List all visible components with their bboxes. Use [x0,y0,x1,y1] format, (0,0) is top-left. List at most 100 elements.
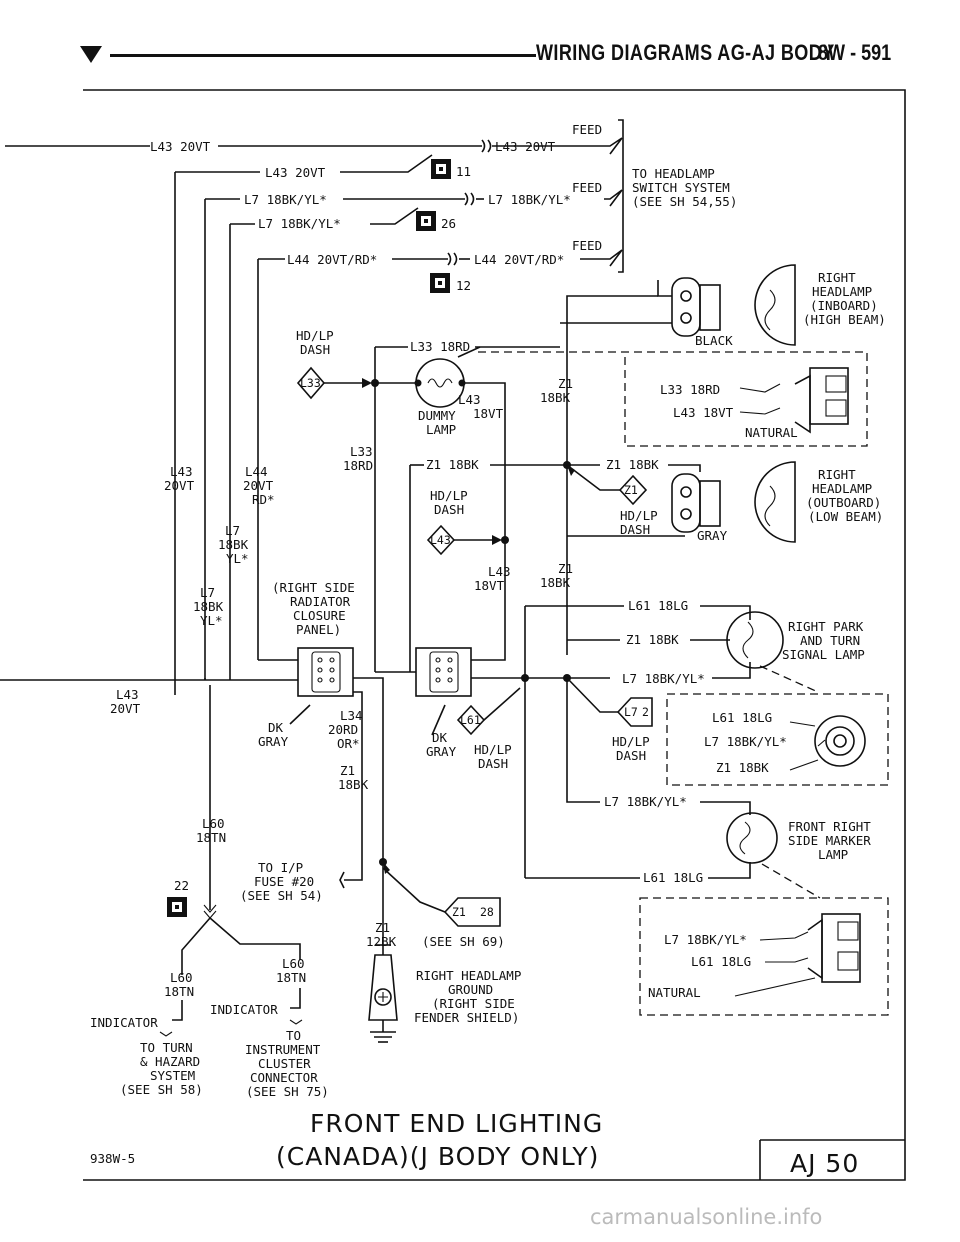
wire-label: 18BK [338,777,369,792]
connector-label: DASH [478,756,508,771]
wire-label: L33 [350,444,373,459]
component-label: LAMP [818,847,848,862]
wire-label: 12BK [366,934,397,949]
marker-socket-icon [734,913,861,997]
note-text: CLUSTER [258,1056,311,1071]
wire-label: Z1 18BK [426,457,479,472]
watermark-text[interactable]: carmanualsonline.info [590,1205,823,1229]
wire-label: L60 [282,956,305,971]
component-label: HEADLAMP [812,481,872,496]
wire-label: Z1 18BK [716,760,769,775]
header-title: WIRING DIAGRAMS AG-AJ BODY [536,40,835,65]
wire-label: L43 20VT [265,165,326,180]
fuse-26-icon [416,211,436,231]
right-headlamp-outboard [671,461,796,543]
note-text: TO [286,1028,301,1043]
wire-label: GRAY [258,734,289,749]
connector-label: HD/LP [612,734,650,749]
diagram-frame [83,89,906,1181]
component-label: (INBOARD) [810,298,878,313]
wire-label: L44 [245,464,268,479]
wire-label: L43 20VT [495,139,556,154]
wire-label: L7 [200,585,215,600]
wire-label: L61 18LG [691,954,751,969]
component-label: SIGNAL LAMP [782,647,865,662]
wire-label: L34 [340,708,363,723]
wire-label: L7 18BK/YL* [622,671,705,686]
component-label: SIDE MARKER [788,833,871,848]
note-text: (SEE SH 58) [120,1082,203,1097]
connector-label: HD/LP [296,328,334,343]
connector-color: NATURAL [648,985,701,1000]
wire-label: YL* [200,613,223,628]
connector-code: L43 [430,533,451,547]
component-label: DUMMY [418,408,456,423]
note-text: INDICATOR [210,1002,278,1017]
wire-label: L7 18BK/YL* [604,794,687,809]
wire-label: L43 [488,564,511,579]
component-label: HEADLAMP [812,284,872,299]
wire-label: Z1 18BK [626,632,679,647]
note-text: (SEE SH 69) [422,934,505,949]
wire-label: 18RD [343,458,373,473]
note-text: (SEE SH 75) [246,1084,329,1099]
connector-label: DASH [434,502,464,517]
wire-label: 18VT [474,578,505,593]
wire-label: L33 18RD [660,382,720,397]
feed-label: FEED [572,122,602,137]
connector-color: NATURAL [745,425,798,440]
fuse-number: 11 [456,164,471,179]
component-label: GROUND [448,982,493,997]
page-code: AJ 50 [790,1149,859,1178]
note-text: CONNECTOR [250,1070,318,1085]
note-text: (SEE SH 54) [240,888,323,903]
feed-label: FEED [572,238,602,253]
wire-label: 20VT [110,701,141,716]
header-rule [110,54,536,57]
wire-label: L43 [170,464,193,479]
connector-label: DASH [620,522,650,537]
inset-connector-icon [739,367,849,434]
wire-label: 18BK [218,537,249,552]
component-label: FRONT RIGHT [788,819,871,834]
wire-label: Z1 [375,920,390,935]
wire-label: L43 [116,687,139,702]
wire-label: Z1 [558,561,573,576]
connector-block-right-icon [415,647,472,697]
note-text: SWITCH SYSTEM [632,180,730,195]
header-section-number: 8W - 591 [818,40,892,65]
component-label: (RIGHT SIDE [432,996,515,1011]
wire-label: DK [432,730,448,745]
connector-label: DASH [300,342,330,357]
wire-label: 20VT [164,478,195,493]
feed-wires [5,119,624,680]
note-text: & HAZARD [140,1054,200,1069]
right-headlamp-inboard [671,264,796,346]
note-text: SYSTEM [150,1068,195,1083]
note-text: INDICATOR [90,1015,158,1030]
connector-label: HD/LP [620,508,658,523]
wire-label: 18TN [276,970,306,985]
connector-pin: 2 [642,705,649,719]
wire-label: L44 20VT/RD* [474,252,564,267]
wire-label: L43 18VT [673,405,734,420]
wire-label: Z1 [340,763,355,778]
component-label: LAMP [426,422,456,437]
component-label: RIGHT HEADLAMP [416,968,521,983]
fuse-12-icon [430,273,450,293]
figure-code: 938W-5 [90,1151,135,1166]
note-text: CLOSURE [293,608,346,623]
wire-label: L60 [202,816,225,831]
page-header: WIRING DIAGRAMS AG-AJ BODY 8W - 591 [0,0,960,84]
connector-label: HD/LP [474,742,512,757]
note-text: TO I/P [258,860,303,875]
wire-label: L43 20VT [150,139,211,154]
connector-label: HD/LP [430,488,468,503]
right-park-lamp-icon [726,611,784,669]
park-lamp-socket-icon [789,715,866,771]
wire-label: 18BK [540,575,571,590]
component-label: RIGHT [818,270,856,285]
wire-label: L61 18LG [628,598,688,613]
triangle-marker-icon [80,46,102,63]
wire-label: L7 18BK/YL* [244,192,327,207]
